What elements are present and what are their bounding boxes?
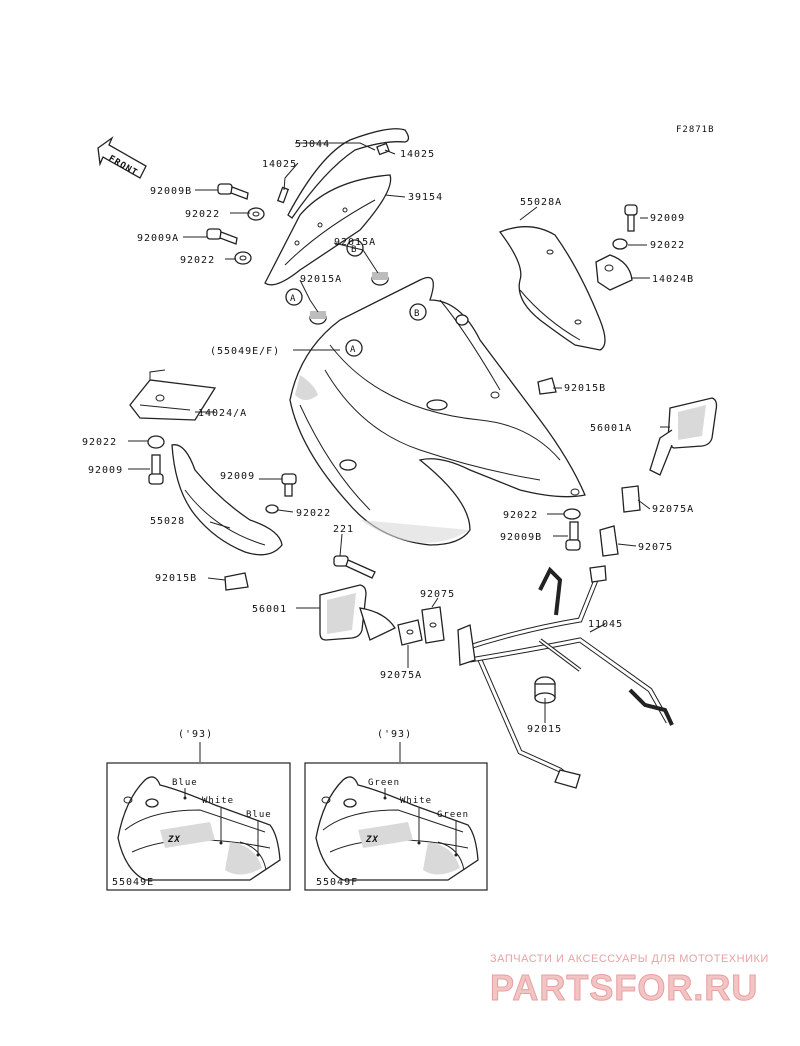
callout-92015: 92015 xyxy=(527,724,562,735)
screw-92009-mid xyxy=(281,473,297,497)
callout-92009-left: 92009 xyxy=(88,465,123,476)
callout-14024b: 14024B xyxy=(652,274,694,285)
windshield xyxy=(264,174,392,286)
callout-221: 221 xyxy=(333,524,354,535)
callout-55028a: 55028A xyxy=(520,197,562,208)
callout-92009b-top: 92009B xyxy=(150,186,192,197)
callout-56001: 56001 xyxy=(252,604,287,615)
screw-92009-right xyxy=(624,204,638,232)
callout-92075-right: 92075 xyxy=(638,542,673,553)
callout-56001a: 56001A xyxy=(590,423,632,434)
screw-92009b-cowl xyxy=(565,521,581,551)
callout-92075-left: 92075 xyxy=(420,589,455,600)
washer-92022-cowl xyxy=(563,508,581,520)
callout-92009-right: 92009 xyxy=(650,213,685,224)
figure-id: F2871B xyxy=(676,125,715,135)
callout-92009a: 92009A xyxy=(137,233,179,244)
inset-right-color-3: Green xyxy=(437,810,469,820)
callout-92075a-right: 92075A xyxy=(652,504,694,515)
leader-lines xyxy=(128,142,670,723)
washer-92022-left xyxy=(147,435,165,449)
mirror-stay-92075a-left xyxy=(397,619,423,646)
watermark-tagline: ЗАПЧАСТИ И АКСЕССУАРЫ ДЛЯ МОТОТЕХНИКИ xyxy=(490,953,769,965)
mirror-stay-92075a xyxy=(621,485,641,513)
callout-92015b-right: 92015B xyxy=(564,383,606,394)
bolt-221 xyxy=(333,555,376,579)
callout-92009-mid: 92009 xyxy=(220,471,255,482)
svg-text:ZX: ZX xyxy=(365,835,379,845)
marker-a-1: A xyxy=(285,288,303,306)
bracket-14024b xyxy=(595,254,633,291)
callout-55049ef: (55049E/F) xyxy=(210,346,280,357)
screw-92009a xyxy=(206,228,238,245)
grommet-92015a-2 xyxy=(309,311,327,325)
svg-text:B: B xyxy=(351,245,357,255)
inset-left-color-3: Blue xyxy=(246,810,272,820)
trim-clip-1 xyxy=(276,186,290,204)
mirror-stay-92075 xyxy=(599,525,619,557)
callout-92022-right: 92022 xyxy=(650,240,685,251)
callout-14024a: 14024/A xyxy=(198,408,247,419)
watermark-logo: PARTSFOR.RU xyxy=(490,967,758,1008)
callout-53044: 53044 xyxy=(295,139,330,150)
callout-92022-cowl: 92022 xyxy=(503,510,538,521)
inset-right-color-1: Green xyxy=(368,778,400,788)
inset-right-year: ('93) xyxy=(377,729,412,740)
callout-11045: 11045 xyxy=(588,619,623,630)
callout-92015a-1: 92015A xyxy=(334,237,376,248)
upper-cowl xyxy=(289,276,586,546)
callout-92015b-left: 92015B xyxy=(155,573,197,584)
svg-text:A: A xyxy=(290,294,296,304)
trim-clip-2 xyxy=(376,142,390,156)
callout-labels: 53044 14025 14025 39154 92009B 92022 920… xyxy=(82,139,694,735)
inset-right-color-2: White xyxy=(400,796,432,806)
screw-92009b-top xyxy=(217,183,249,200)
svg-text:A: A xyxy=(350,345,356,355)
bracket-14024a xyxy=(129,369,217,421)
washer-92022-mid xyxy=(265,504,279,514)
washer-92022-right xyxy=(612,238,628,250)
callout-92075a-left: 92075A xyxy=(380,670,422,681)
inset-left-part: 55049E xyxy=(112,877,154,888)
callout-39154: 39154 xyxy=(408,192,443,203)
screw-92009-left xyxy=(148,454,164,485)
inset-left: ('93) ZX Blue White Blue 55049E xyxy=(106,729,291,891)
inner-panel-right xyxy=(498,226,606,351)
callout-92022-2: 92022 xyxy=(180,255,215,266)
callout-92022-mid: 92022 xyxy=(296,508,331,519)
marker-a-2: A xyxy=(345,339,363,357)
inner-panel-left xyxy=(171,444,283,556)
inset-left-color-2: White xyxy=(202,796,234,806)
callout-92022-1: 92022 xyxy=(185,209,220,220)
callout-92009b-cowl: 92009B xyxy=(500,532,542,543)
washer-92022-1 xyxy=(247,207,265,221)
callout-14025-left: 14025 xyxy=(262,159,297,170)
windshield-trim xyxy=(287,128,410,219)
mirror-left xyxy=(319,584,396,641)
callout-92015a-2: 92015A xyxy=(300,274,342,285)
cowl-stay-frame xyxy=(457,565,674,789)
washer-92022-2 xyxy=(234,251,252,265)
watermark: ЗАПЧАСТИ И АКСЕССУАРЫ ДЛЯ МОТОТЕХНИКИ PA… xyxy=(490,953,769,1009)
clip-92015b-left xyxy=(224,572,249,591)
inset-left-year: ('93) xyxy=(178,729,213,740)
inset-right-part: 55049F xyxy=(316,877,358,888)
callout-55028: 55028 xyxy=(150,516,185,527)
svg-text:ZX: ZX xyxy=(167,835,181,845)
callout-14025-right: 14025 xyxy=(400,149,435,160)
front-arrow-icon: FRONT xyxy=(97,136,147,179)
inset-left-color-1: Blue xyxy=(172,778,198,788)
inset-right: ('93) ZX Green White Green 55049F xyxy=(304,729,488,891)
svg-text:B: B xyxy=(414,309,420,319)
grommet-92015a-1 xyxy=(371,272,389,286)
mirror-right xyxy=(649,397,718,476)
mirror-stay-92075-left xyxy=(421,606,445,644)
marker-b-2: B xyxy=(409,303,427,321)
callout-92022-left: 92022 xyxy=(82,437,117,448)
clip-92015b-right xyxy=(537,377,557,395)
